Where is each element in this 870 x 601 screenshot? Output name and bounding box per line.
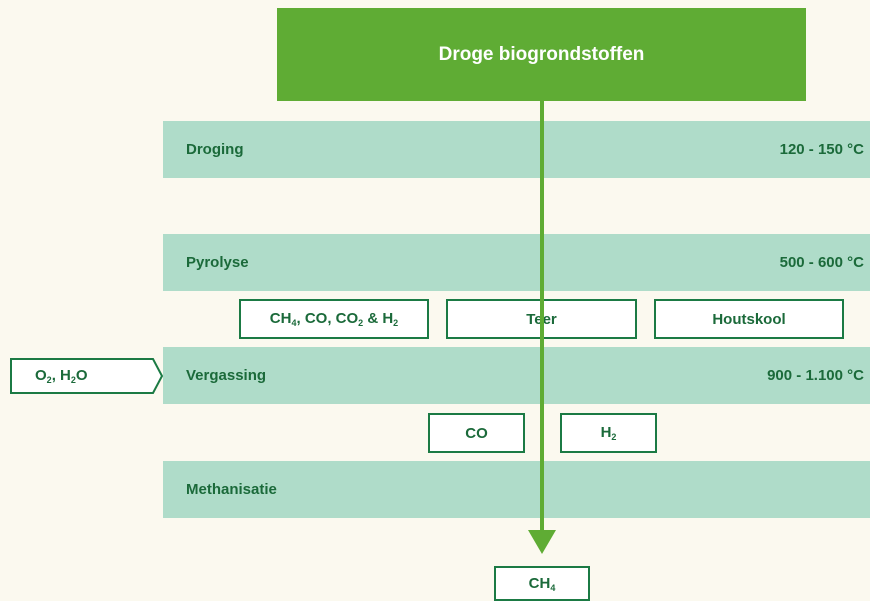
stage-drying-temperature: 120 - 150 °C — [779, 141, 864, 158]
product-h2-box: H2 — [560, 413, 657, 453]
product-gases-label: CH4, CO, CO2 & H2 — [269, 310, 399, 328]
product-charcoal-label: Houtskool — [712, 310, 786, 328]
stage-methanation-name: Methanisatie — [186, 481, 277, 498]
gasification-input: O2, H2O — [11, 359, 153, 393]
product-co-box: CO — [428, 413, 525, 453]
flow-arrow-head-icon — [528, 530, 556, 554]
stage-gasification: Vergassing 900 - 1.100 °C — [163, 347, 870, 404]
stage-gasification-temperature: 900 - 1.100 °C — [767, 367, 864, 384]
product-charcoal-box: Houtskool — [654, 299, 844, 339]
stage-pyrolysis: Pyrolyse 500 - 600 °C — [163, 234, 870, 291]
output-ch4-label: CH4 — [528, 574, 556, 593]
gasification-input-label: O2, H2O — [35, 367, 88, 385]
stage-pyrolysis-name: Pyrolyse — [186, 254, 249, 271]
product-co-label: CO — [465, 424, 488, 442]
input-arrow-shape — [10, 358, 164, 394]
product-h2-label: H2 — [600, 424, 617, 442]
stage-methanation: Methanisatie — [163, 461, 870, 518]
stage-pyrolysis-temperature: 500 - 600 °C — [779, 254, 864, 271]
output-ch4-box: CH4 — [494, 566, 590, 601]
source-label: Droge biogrondstoffen — [438, 43, 645, 65]
stage-gasification-name: Vergassing — [186, 367, 267, 384]
source-box: Droge biogrondstoffen — [277, 8, 806, 101]
product-gases-box: CH4, CO, CO2 & H2 — [239, 299, 429, 339]
stage-drying-name: Droging — [186, 141, 244, 158]
stage-drying: Droging 120 - 150 °C — [163, 121, 870, 178]
